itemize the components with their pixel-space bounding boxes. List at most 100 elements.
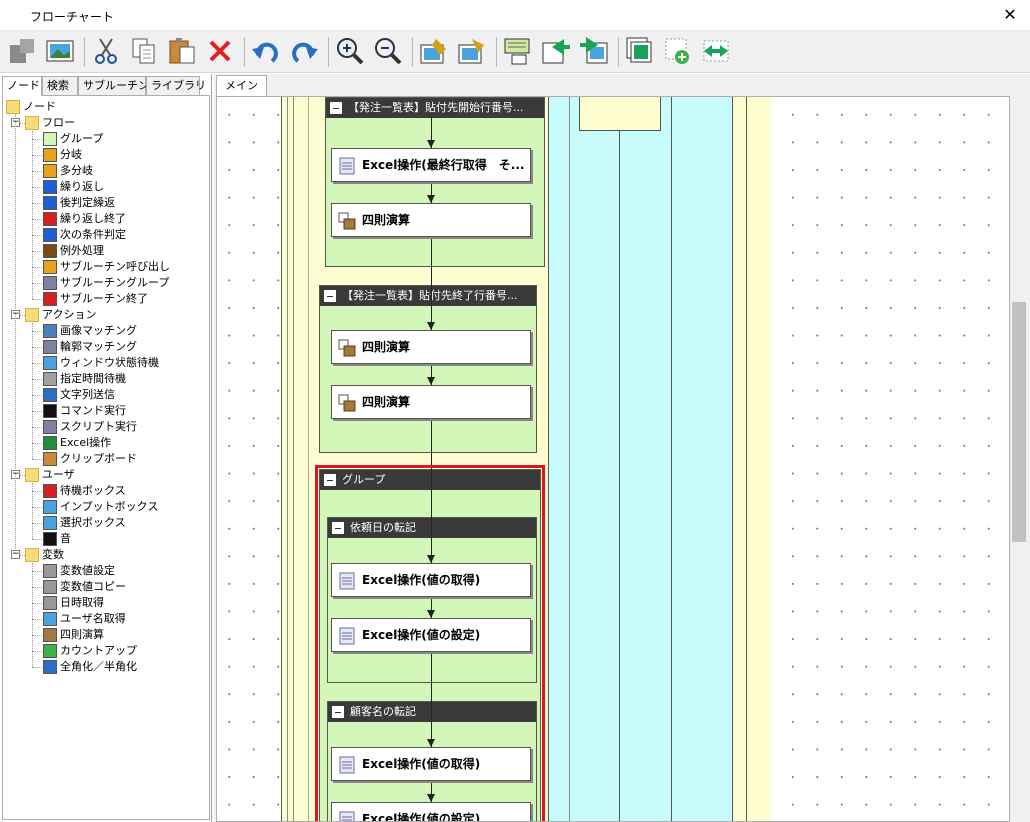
action-excel-get-value[interactable]: Excel操作(値の取得) [331,747,531,781]
tab-search[interactable]: 検索 [42,76,78,96]
move-right-icon[interactable] [578,35,610,67]
zoom-in-icon[interactable] [334,35,366,67]
group-end-row[interactable]: 【発注一覧表】貼付先終了行番号... [319,285,537,453]
script-icon [339,572,355,590]
tree-connector [32,539,42,540]
node-tree: ノード−フローグループ分岐多分岐繰り返し後判定繰返繰り返し終了次の条件判定例外処… [2,95,210,820]
cut-icon[interactable] [90,35,122,67]
action-excel-lastrow[interactable]: Excel操作(最終行取得 そ... [331,148,531,182]
group-header[interactable]: 【発注一覧表】貼付先終了行番号... [320,286,536,306]
group-header[interactable]: 依頼日の転記 [328,518,536,538]
scrollbar-thumb[interactable] [1012,302,1026,542]
group-header[interactable]: 顧客名の転記 [328,702,536,722]
redo-icon[interactable] [288,35,320,67]
tree-label: サブルーチン終了 [60,292,148,305]
group-request-date[interactable]: 依頼日の転記 [327,517,537,683]
calculator-icon [338,339,356,357]
tree-connector [32,587,42,588]
group-icon[interactable] [624,35,656,67]
paste-icon[interactable] [166,35,198,67]
tree-connector [32,651,42,652]
undo-icon[interactable] [250,35,282,67]
add-icon[interactable] [662,35,694,67]
tree-connector [32,603,42,604]
comment-icon[interactable] [502,35,534,67]
tab-main[interactable]: メイン [216,75,267,96]
tree-label: インプットボックス [60,500,159,513]
group-title: 依頼日の転記 [350,521,416,534]
tree-connector [32,459,42,460]
collapse-icon[interactable] [324,474,336,486]
flow-arrow [427,610,435,618]
tree-connector [32,299,42,300]
action-label: Excel操作(値の設定) [362,812,481,822]
group-header[interactable]: グループ [320,470,540,490]
flow-arrow [427,322,435,330]
lane-line [619,97,620,821]
flowchart-canvas[interactable]: 【発注一覧表】貼付先開始行番号... 【発注一覧表】貼付先終了行番号... グル… [216,96,1010,822]
node-block[interactable] [579,97,661,131]
export-icon[interactable] [6,35,38,67]
tree-connector [32,427,42,428]
folder-icon [25,548,39,562]
tab-subroutine[interactable]: サブルーチン [78,76,149,96]
action-arithmetic[interactable]: 四則演算 [331,203,531,237]
replace-icon[interactable] [700,35,732,67]
collapse-icon[interactable] [330,102,342,114]
tab-library[interactable]: ライブラリ [146,76,206,96]
wait-box-icon [43,484,57,498]
folder-icon [25,468,39,482]
node-panel: ノード 検索 サブルーチン ライブラリ ノード−フローグループ分岐多分岐繰り返し… [0,74,212,822]
tree-connector [32,251,42,252]
collapse-icon[interactable] [324,290,336,302]
flow-arrow [427,195,435,203]
group-title: 【発注一覧表】貼付先開始行番号... [348,101,524,114]
tree-connector [32,331,42,332]
tree-connector [32,563,33,667]
group-header[interactable]: 【発注一覧表】貼付先開始行番号... [326,98,544,118]
tree-connector [32,443,42,444]
tree-label: 後判定繰返 [60,196,115,209]
tree-label: 全角化／半角化 [60,660,137,673]
collapse-icon[interactable] [332,706,344,718]
collapse-icon[interactable] [332,522,344,534]
close-button[interactable]: ✕ [1003,5,1017,24]
tree-label: 変数 [42,548,64,561]
group-title: 顧客名の転記 [350,705,416,718]
tree-connector [32,171,42,172]
node-property-icon[interactable] [456,35,488,67]
vertical-scrollbar[interactable] [1010,96,1028,822]
copy-icon[interactable] [128,35,160,67]
action-excel-set-value[interactable]: Excel操作(値の設定) [331,802,531,822]
contour-match-icon [43,340,57,354]
image-match-icon [43,324,57,338]
tree-label: 画像マッチング [60,324,137,337]
flow-arrow [427,739,435,747]
tree-connector [32,491,42,492]
loop-icon [43,180,57,194]
flow-arrow [427,794,435,802]
move-left-icon[interactable] [540,35,572,67]
tree-label: アクション [42,308,97,321]
group-start-row[interactable]: 【発注一覧表】貼付先開始行番号... [325,97,545,267]
action-excel-set-value[interactable]: Excel操作(値の設定) [331,618,531,652]
tree-label: 次の条件判定 [60,228,126,241]
tab-node[interactable]: ノード [2,76,42,96]
zoom-out-icon[interactable] [372,35,404,67]
tree-connector [32,323,33,459]
tree-connector [20,315,25,316]
image-icon[interactable] [44,35,76,67]
tree-label: ユーザ名取得 [60,612,126,625]
folder-icon [6,100,20,114]
script-icon [339,157,355,175]
action-arithmetic[interactable]: 四則演算 [331,330,531,364]
tree-connector [32,131,33,299]
calculator-icon [43,628,57,642]
tree-label: 輪郭マッチング [60,340,137,353]
delete-icon[interactable] [204,35,236,67]
tree-label: 分岐 [60,148,82,161]
action-arithmetic[interactable]: 四則演算 [331,385,531,419]
toolbar-separator [244,37,245,67]
node-edit-icon[interactable] [418,35,450,67]
action-excel-get-value[interactable]: Excel操作(値の取得) [331,563,531,597]
